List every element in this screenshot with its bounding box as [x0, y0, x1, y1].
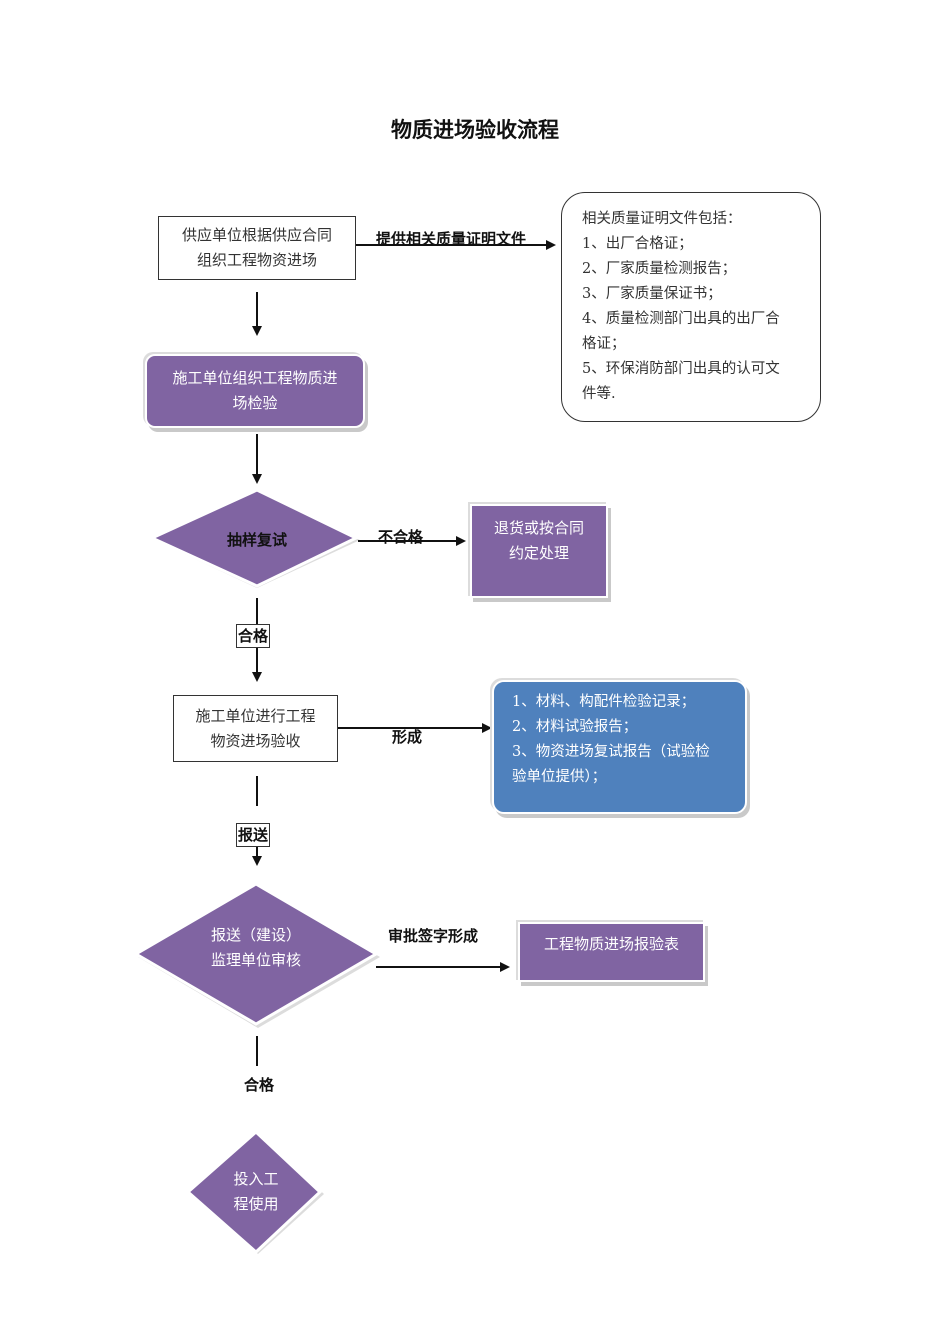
node-records-line: 2、材料试验报告；	[512, 719, 638, 735]
decision-sampling-label: 抽样复试	[226, 530, 287, 549]
edge-label-provide-docs: 提供相关质量证明文件	[376, 230, 527, 248]
node-use-label: 投入工 程使用	[186, 1166, 326, 1218]
edge-label-qualified-2: 合格	[244, 1076, 275, 1094]
node-records-line: 验单位提供）；	[512, 769, 607, 785]
edge-sampling-to-return	[358, 540, 456, 542]
arrow-head-icon	[500, 962, 510, 972]
node-supplier-line-1: 供应单位根据供应合同	[181, 226, 332, 244]
note-certificates-line: 相关质量证明文件包括：	[582, 211, 742, 227]
node-records: 1、材料、构配件检验记录； 2、材料试验报告； 3、物资进场复试报告（试验检 验…	[492, 680, 747, 814]
note-certificates-line: 2、厂家质量检测报告；	[582, 261, 737, 277]
note-certificates-line: 1、出厂合格证；	[582, 236, 693, 252]
node-return-line-2: 约定处理	[508, 544, 569, 562]
edge-supplier-to-inspect	[256, 292, 258, 326]
arrow-head-icon	[456, 536, 466, 546]
node-records-line: 3、物资进场复试报告（试验检	[512, 744, 710, 760]
edge-supervise-to-form	[376, 966, 500, 968]
decision-sampling-diamond	[148, 488, 360, 588]
node-use-diamond	[185, 1129, 324, 1255]
edge-label-qualified-1: 合格	[236, 624, 271, 648]
arrow-head-icon	[252, 474, 262, 484]
arrow-head-icon	[252, 856, 262, 866]
node-records-line: 1、材料、构配件检验记录；	[512, 694, 696, 710]
arrow-head-icon	[482, 723, 492, 733]
edge-label-form: 形成	[392, 728, 423, 746]
note-certificates-line: 4、质量检测部门出具的出厂合	[582, 311, 780, 327]
node-accept: 施工单位进行工程 物资进场验收	[173, 695, 338, 762]
node-use-line-2: 程使用	[233, 1195, 279, 1213]
edge-supervise-to-use	[256, 1036, 258, 1066]
decision-supervise-diamond	[133, 882, 380, 1028]
edge-label-unqualified: 不合格	[378, 528, 424, 546]
edge-label-submit: 报送	[236, 823, 271, 847]
edge-inspect-to-sampling	[256, 434, 258, 474]
node-org-inspect: 施工单位组织工程物质进 场检验	[145, 354, 365, 428]
arrow-head-icon	[252, 672, 262, 682]
decision-supervise-label: 报送（建设） 监理单位审核	[134, 922, 378, 974]
edge-label-approve-sign: 审批签字形成	[388, 927, 479, 945]
note-certificates: 相关质量证明文件包括： 1、出厂合格证； 2、厂家质量检测报告； 3、厂家质量保…	[561, 192, 821, 422]
node-org-inspect-line-2: 场检验	[232, 394, 278, 412]
decision-supervise-line-2: 监理单位审核	[210, 951, 301, 969]
page-title: 物质进场验收流程	[391, 118, 559, 142]
node-accept-line-1: 施工单位进行工程	[195, 706, 316, 725]
node-use-line-1: 投入工	[233, 1170, 279, 1188]
node-supplier-line-2: 组织工程物资进场	[196, 251, 317, 269]
node-accept-line-2: 物资进场验收	[210, 731, 301, 750]
edge-supplier-to-note	[356, 244, 546, 246]
node-org-inspect-line-1: 施工单位组织工程物质进	[172, 369, 338, 387]
node-supplier: 供应单位根据供应合同 组织工程物资进场	[158, 216, 356, 280]
decision-supervise-line-1: 报送（建设）	[210, 926, 301, 944]
edge-accept-to-records	[338, 727, 482, 729]
node-return: 退货或按合同 约定处理	[470, 504, 608, 598]
edge-accept-to-supervise-lower	[256, 846, 258, 856]
note-certificates-line: 3、厂家质量保证书；	[582, 286, 722, 302]
note-certificates-line: 格证；	[582, 336, 626, 352]
note-certificates-line: 件等.	[582, 386, 616, 402]
node-report-form: 工程物质进场报验表	[518, 922, 705, 982]
note-certificates-line: 5、环保消防部门出具的认可文	[582, 361, 780, 377]
edge-accept-to-supervise-upper	[256, 776, 258, 806]
node-return-line-1: 退货或按合同	[493, 519, 584, 537]
arrow-head-icon	[546, 240, 556, 250]
arrow-head-icon	[252, 326, 262, 336]
